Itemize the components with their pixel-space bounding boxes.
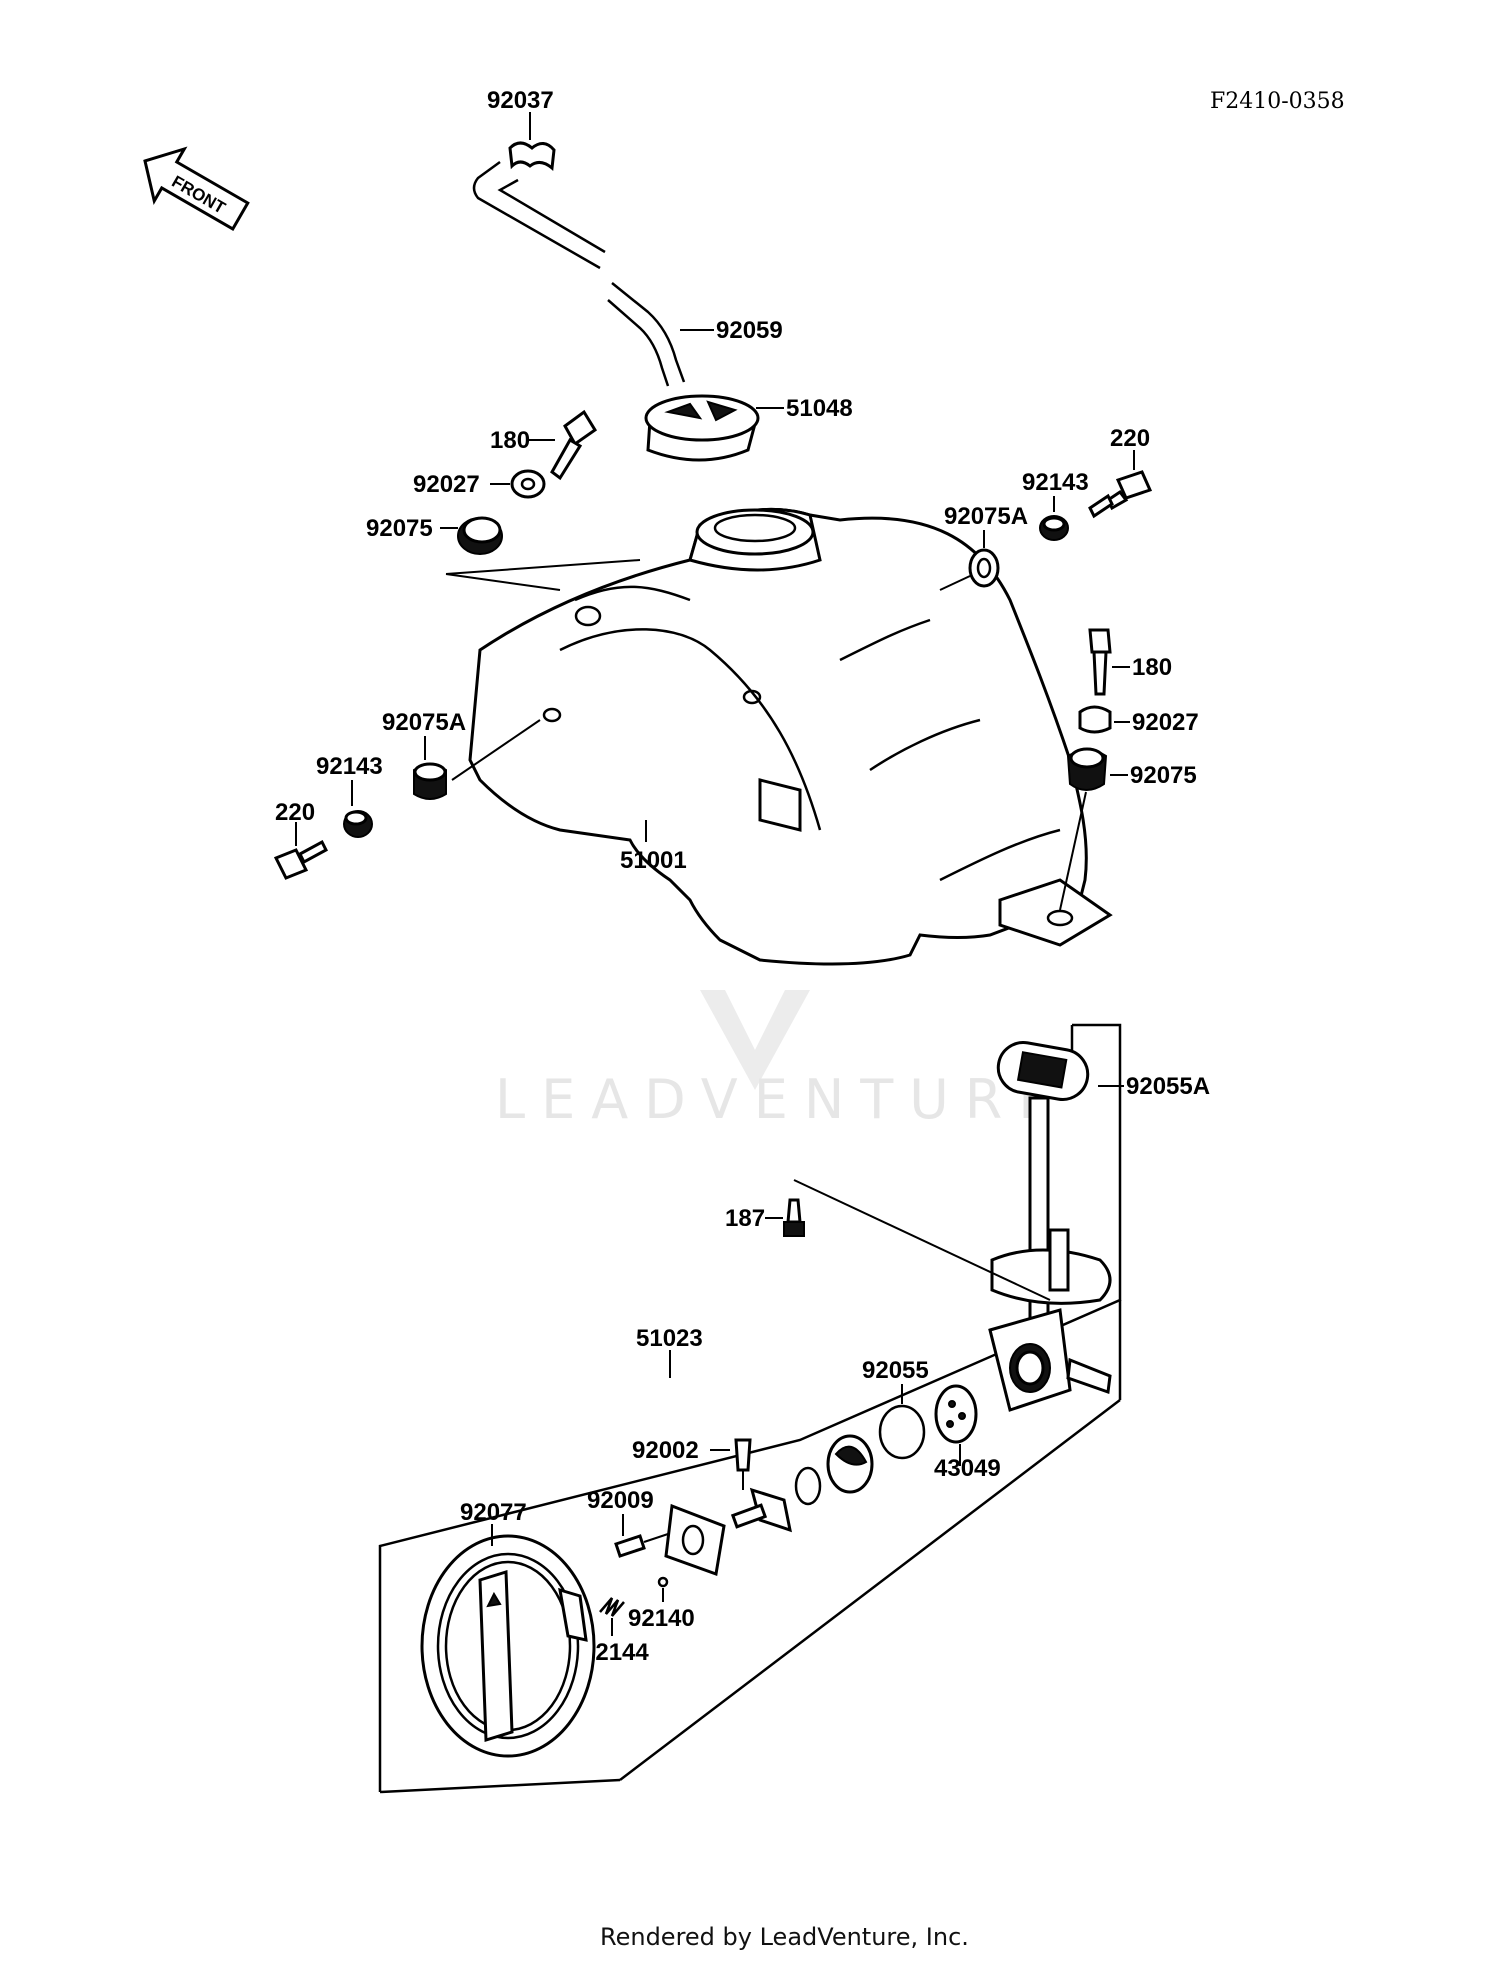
callout-51048: 51048: [786, 395, 853, 422]
watermark-text: LEADVENTURE: [495, 1068, 1068, 1131]
spring-92144: [599, 1597, 625, 1617]
grommet-92075A-right: [968, 548, 1000, 588]
callout-43049: 43049: [934, 1455, 1001, 1482]
callout-92027-left: 92027: [413, 471, 480, 498]
callout-92075A-left: 92075A: [382, 709, 466, 736]
hose-92059: [472, 160, 686, 387]
front-arrow-icon: FRONT: [143, 146, 250, 232]
bolt-180-right: [1088, 628, 1112, 696]
callout-92077: 92077: [460, 1499, 527, 1526]
callout-220-left: 220: [275, 799, 315, 826]
clamp-92037: [508, 141, 556, 171]
screw-92009: [614, 1533, 669, 1558]
callout-92075A-right: 92075A: [944, 503, 1028, 530]
callout-92037: 92037: [487, 87, 554, 114]
callout-92143-right: 92143: [1022, 469, 1089, 496]
washer-92027-right: [1078, 705, 1112, 734]
knob-92077: [420, 1534, 596, 1758]
screw-92002: [734, 1438, 752, 1490]
grommet-92075A-left: [413, 762, 447, 800]
callout-92055A: 92055A: [1126, 1073, 1210, 1100]
callout-92059: 92059: [716, 317, 783, 344]
fuel-valve-body: [988, 1096, 1112, 1412]
gasket-43049: [934, 1384, 978, 1444]
rendered-by-footer: Rendered by LeadVenture, Inc.: [600, 1923, 969, 1951]
callout-187: 187: [725, 1205, 765, 1232]
callout-92027-right: 92027: [1132, 709, 1199, 736]
pin-92140: [657, 1576, 669, 1588]
grommet-92075-right: [1066, 747, 1108, 791]
callout-92075-left: 92075: [366, 515, 433, 542]
valve-lever-assembly: [730, 1434, 874, 1533]
callout-180-left: 180: [490, 427, 530, 454]
valve-assembly-box-51023: [378, 1023, 1122, 1794]
callout-180-right: 180: [1132, 654, 1172, 681]
callout-51023: 51023: [636, 1325, 703, 1352]
fuel-tank-51001: [468, 507, 1113, 966]
nut-92143-left: [343, 810, 373, 838]
callout-92009: 92009: [587, 1487, 654, 1514]
grommet-92075-left: [457, 516, 503, 555]
diagram-code: F2410-0358: [1210, 89, 1345, 114]
fuel-cap-51048: [644, 394, 760, 462]
bolt-220-right: [1088, 470, 1153, 519]
bolt-180-left: [550, 409, 598, 481]
filter-screen-92055A: [996, 1041, 1090, 1101]
callout-92055: 92055: [862, 1357, 929, 1384]
screw-187: [783, 1198, 805, 1237]
washer-92027-left: [510, 469, 546, 499]
callout-92002: 92002: [632, 1437, 699, 1464]
o-ring-92055: [878, 1404, 926, 1460]
callout-92143-left: 92143: [316, 753, 383, 780]
callout-92075-right: 92075: [1130, 762, 1197, 789]
bolt-220-left: [273, 839, 328, 880]
callout-220-right: 220: [1110, 425, 1150, 452]
nut-92143-right: [1039, 515, 1069, 541]
callout-51001: 51001: [620, 847, 687, 874]
cover-plate: [664, 1503, 726, 1577]
callout-92140: 92140: [628, 1605, 695, 1632]
